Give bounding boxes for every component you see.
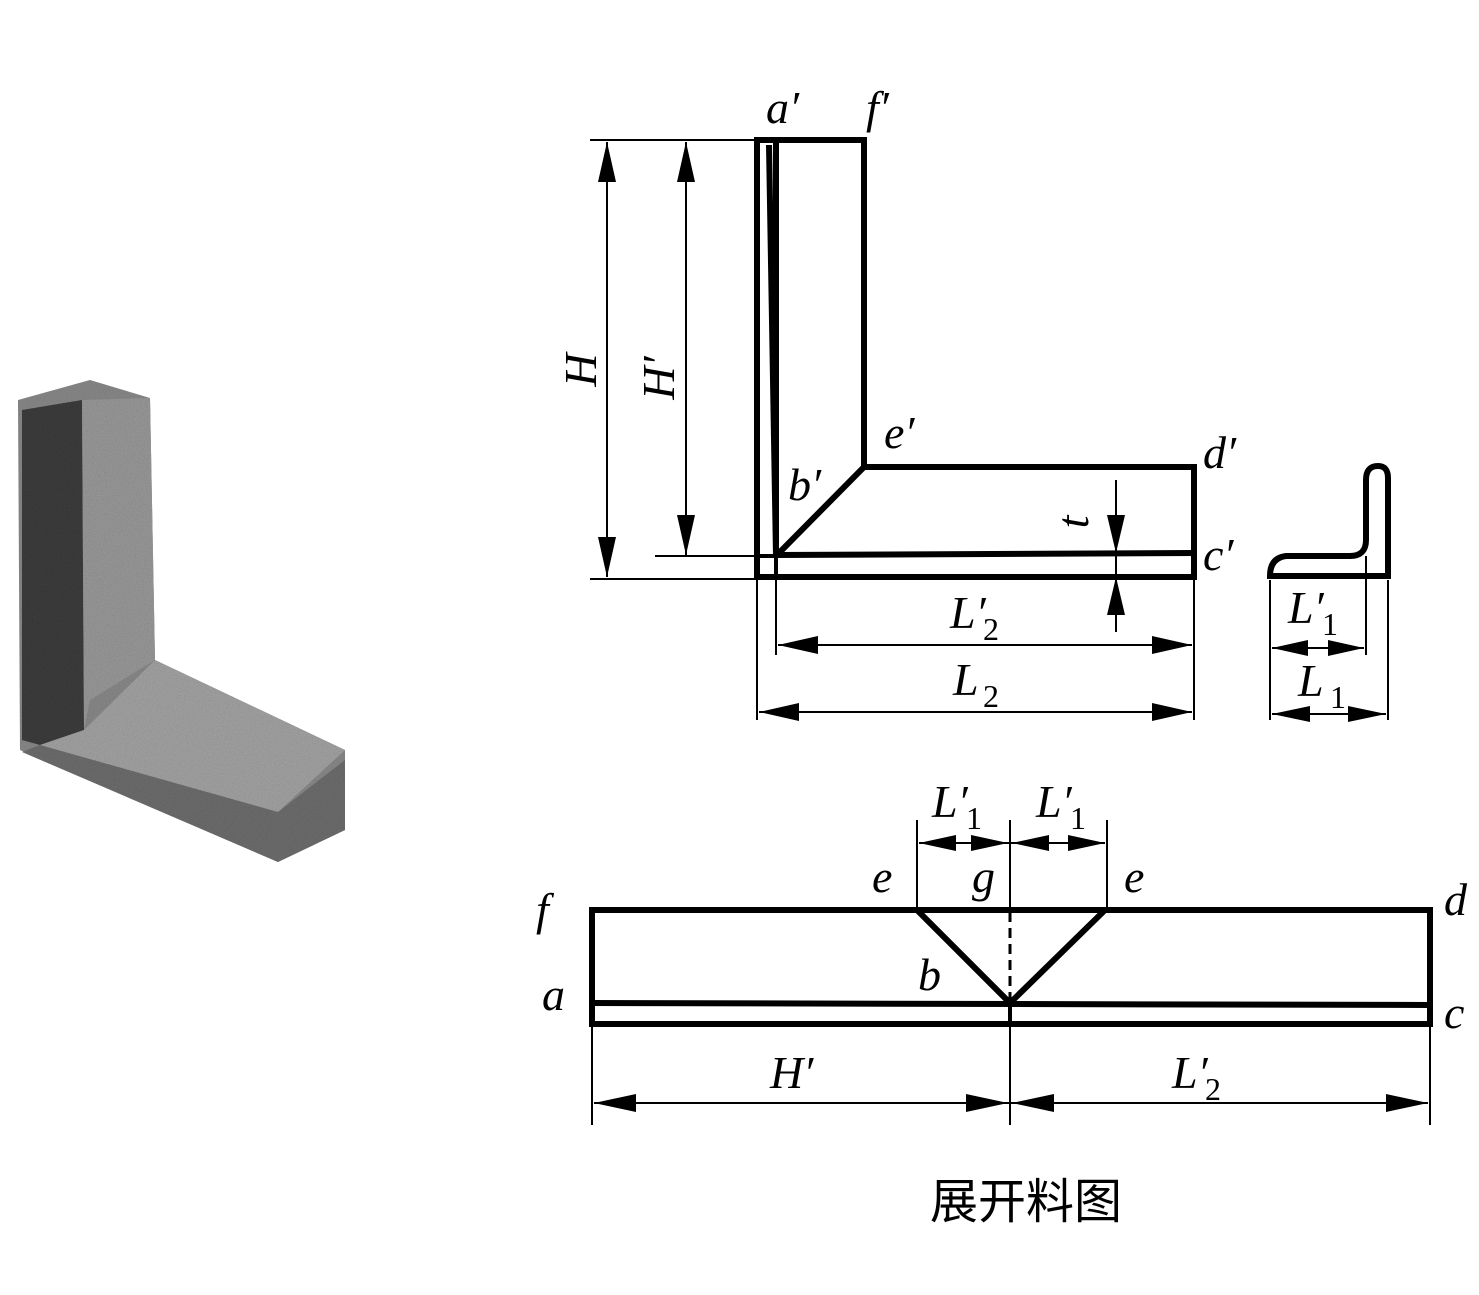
L2p-arrow-right bbox=[1152, 636, 1192, 654]
L2-arrow-right bbox=[1152, 703, 1192, 721]
svg-text:L′: L′ bbox=[931, 776, 969, 827]
flat-pattern: L′ 1 L′ 1 H′ L′ 2 f e g e d a b c bbox=[536, 776, 1468, 1125]
label-f-prime: f′ bbox=[866, 82, 890, 133]
svg-text:1: 1 bbox=[1322, 606, 1338, 642]
H-arrow-top bbox=[598, 142, 616, 182]
svg-text:L: L bbox=[952, 654, 979, 705]
label-H: H bbox=[555, 351, 606, 388]
photo-horizontal-leg bbox=[40, 660, 345, 812]
label-L1: L 1 bbox=[1297, 655, 1346, 715]
svg-text:2: 2 bbox=[1205, 1071, 1221, 1107]
label-b: b bbox=[918, 949, 941, 1000]
svg-text:1: 1 bbox=[966, 800, 982, 836]
side-view: L′ 1 L 1 bbox=[1266, 462, 1391, 722]
top-arrow-4 bbox=[1068, 835, 1105, 851]
label-top-L1-prime-right: L′ 1 bbox=[1035, 776, 1086, 836]
Hp-arrow-top bbox=[677, 142, 695, 182]
Hp-arrow-bottom bbox=[677, 515, 695, 555]
L1p-arrow-right bbox=[1328, 640, 1364, 656]
label-g: g bbox=[972, 851, 995, 902]
svg-text:L′: L′ bbox=[949, 587, 987, 638]
H-arrow-bottom bbox=[598, 537, 616, 577]
label-c: c bbox=[1444, 987, 1464, 1038]
label-L1-prime: L′ 1 bbox=[1287, 582, 1338, 642]
photo-horizontal-edge bbox=[22, 745, 345, 862]
caption: 展开料图 bbox=[930, 1174, 1122, 1230]
label-L2-prime: L′ 2 bbox=[949, 587, 999, 647]
t-arrow-top bbox=[1107, 515, 1125, 553]
bend-line bbox=[773, 464, 867, 559]
svg-text:L′: L′ bbox=[1171, 1047, 1209, 1098]
label-top-L1-prime-left: L′ 1 bbox=[931, 776, 982, 836]
bottom-arrow-1 bbox=[594, 1094, 636, 1112]
svg-text:1: 1 bbox=[1070, 800, 1086, 836]
svg-text:L: L bbox=[1297, 655, 1324, 706]
svg-text:L′: L′ bbox=[1287, 582, 1325, 633]
label-c-prime: c′ bbox=[1203, 529, 1234, 580]
horizontal-leg-inner-line bbox=[775, 550, 1195, 558]
t-arrow-bottom bbox=[1107, 577, 1125, 615]
svg-text:1: 1 bbox=[1330, 679, 1346, 715]
label-d-prime: d′ bbox=[1203, 427, 1237, 478]
elevation-view: a′ f′ e′ d′ b′ c′ H H′ t L′ 2 L 2 bbox=[555, 82, 1237, 721]
label-b-prime: b′ bbox=[788, 459, 822, 510]
photo-vertical-shadow bbox=[22, 400, 84, 745]
bottom-arrow-4 bbox=[1386, 1094, 1428, 1112]
label-f: f bbox=[536, 884, 555, 935]
L2-arrow-left bbox=[759, 703, 799, 721]
label-e-prime: e′ bbox=[884, 407, 915, 458]
top-arrow-2 bbox=[971, 835, 1008, 851]
svg-text:L′: L′ bbox=[1035, 776, 1073, 827]
L2p-arrow-left bbox=[778, 636, 818, 654]
elevation-outline bbox=[754, 137, 1197, 580]
top-arrow-3 bbox=[1012, 835, 1049, 851]
label-L2-prime-bottom: L′ 2 bbox=[1171, 1047, 1221, 1107]
label-d: d bbox=[1444, 874, 1468, 925]
bottom-arrow-3 bbox=[1012, 1094, 1054, 1112]
bottom-arrow-2 bbox=[966, 1094, 1008, 1112]
angle-iron-photo bbox=[18, 380, 345, 862]
L1-arrow-left bbox=[1272, 706, 1310, 722]
vertical-leg-inner-line bbox=[766, 144, 779, 557]
photo-vertical-mid bbox=[82, 398, 155, 730]
side-profile bbox=[1266, 462, 1391, 579]
label-a: a bbox=[542, 969, 565, 1020]
top-arrow-1 bbox=[919, 835, 956, 851]
label-e-left: e bbox=[872, 851, 892, 902]
svg-text:2: 2 bbox=[983, 611, 999, 647]
L1p-arrow-left bbox=[1272, 640, 1308, 656]
svg-text:2: 2 bbox=[983, 678, 999, 714]
label-t: t bbox=[1047, 514, 1098, 528]
label-L2: L 2 bbox=[952, 654, 999, 714]
L1-arrow-right bbox=[1348, 706, 1386, 722]
corner-square bbox=[755, 554, 778, 579]
flat-v-notch bbox=[914, 907, 1108, 1008]
label-a-prime: a′ bbox=[766, 82, 800, 133]
label-e-right: e bbox=[1124, 851, 1144, 902]
label-H-prime-bottom: H′ bbox=[769, 1047, 814, 1098]
label-H-prime: H′ bbox=[633, 355, 684, 400]
